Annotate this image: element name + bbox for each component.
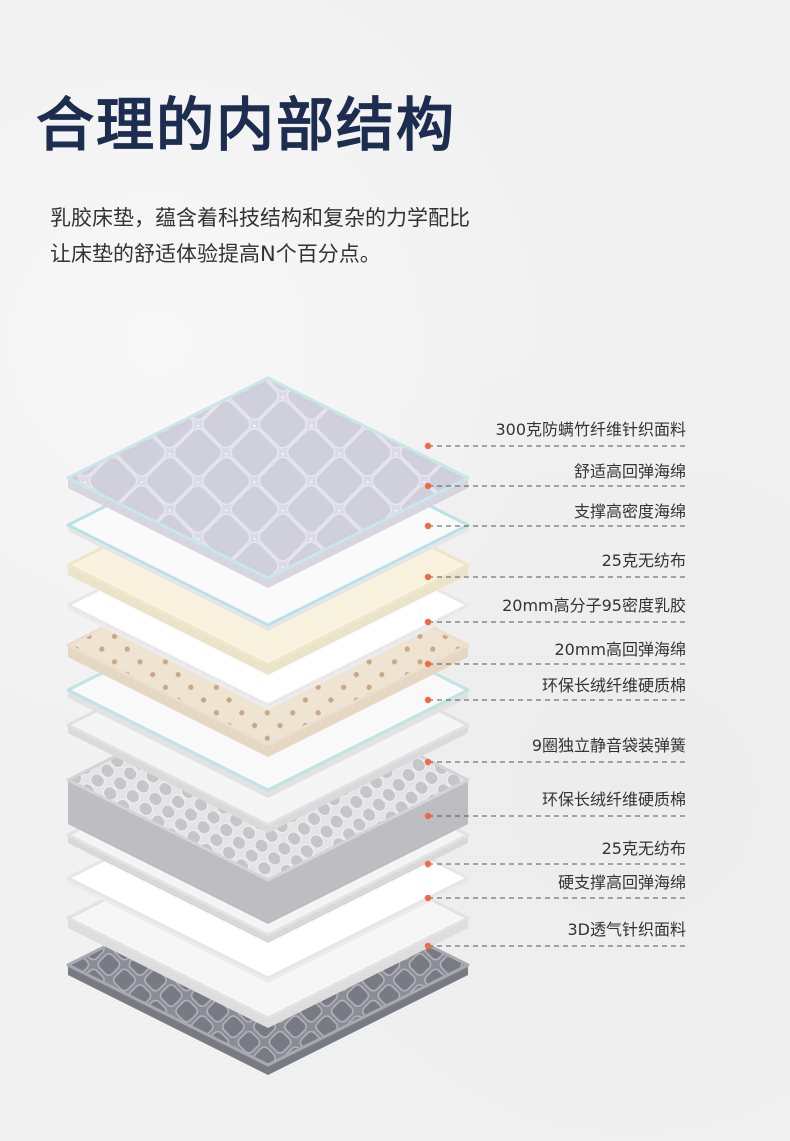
marker-dot [424,522,432,530]
marker-dot [424,758,432,766]
page-subtitle: 乳胶床垫，蕴含着科技结构和复杂的力学配比 让床垫的舒适体验提高N个百分点。 [50,200,470,272]
layer-label: 25克无纺布 [601,839,686,858]
layer-label: 9圈独立静音袋装弹簧 [531,736,686,755]
marker-dot [424,894,432,902]
layer-label: 环保长绒纤维硬质棉 [541,676,686,695]
marker-dot [424,812,432,820]
layer-label: 环保长绒纤维硬质棉 [541,790,686,809]
marker-dot [424,442,432,450]
page-title: 合理的内部结构 [36,91,457,159]
layer-label: 3D透气针织面料 [567,920,686,939]
marker-dot [424,482,432,490]
layer-label: 25克无纺布 [601,551,686,570]
layer-label: 300克防螨竹纤维针织面料 [495,420,686,439]
marker-dot [424,942,432,950]
subtitle-line-1: 乳胶床垫，蕴含着科技结构和复杂的力学配比 [50,206,470,230]
layer-label: 20mm高分子95密度乳胶 [502,596,686,615]
layer-label: 硬支撑高回弹海绵 [557,873,686,892]
marker-dot [424,573,432,581]
marker-dot [424,660,432,668]
layer-label: 支撑高密度海绵 [573,502,686,521]
layer-label: 20mm高回弹海绵 [554,640,686,659]
layer-quilted-fabric [66,376,470,588]
layer-label: 舒适高回弹海绵 [573,462,686,481]
subtitle-line-2: 让床垫的舒适体验提高N个百分点。 [50,242,381,266]
marker-dot [424,860,432,868]
marker-dot [424,618,432,626]
marker-dot [424,696,432,704]
layer-quilted-fabric-top [66,376,470,580]
layer-pocket-springs-side [68,780,468,924]
